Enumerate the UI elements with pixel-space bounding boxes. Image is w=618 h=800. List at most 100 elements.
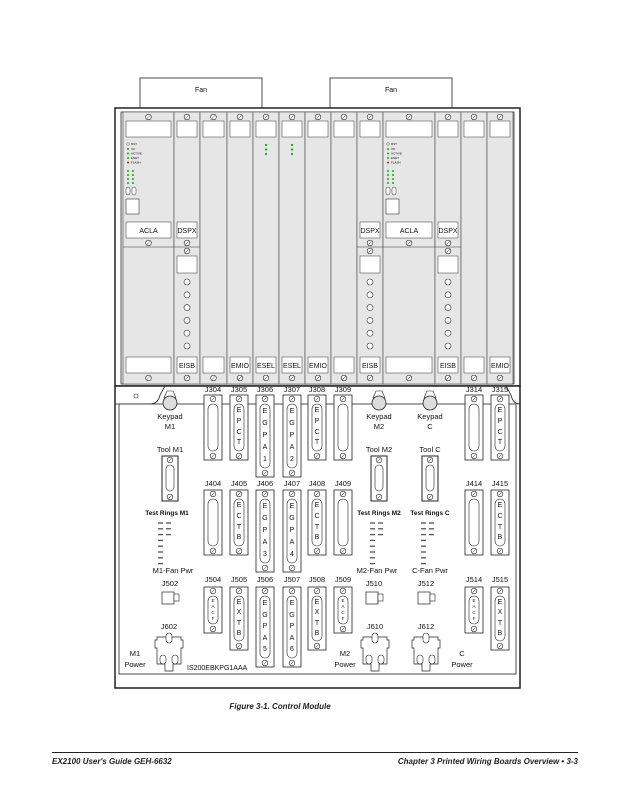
screw-icon: [314, 113, 322, 121]
connector-socket: [207, 403, 219, 452]
connector: [255, 586, 275, 668]
slot-panel: [226, 111, 254, 385]
power-jack-id: J612: [418, 622, 434, 631]
status-led: [387, 157, 389, 159]
fiber-port-icon: [183, 304, 191, 311]
screw-icon: [288, 374, 296, 382]
screw-icon: [166, 456, 174, 464]
screw-slot: [498, 644, 502, 648]
reset-button: [386, 142, 390, 146]
connector-id: J506: [257, 575, 273, 584]
connector: [464, 394, 484, 461]
connector: [333, 586, 353, 634]
fan-jack-latch: [429, 593, 436, 602]
connector: [203, 586, 223, 634]
tool-port: [421, 455, 439, 502]
screw-slot: [315, 492, 319, 496]
connector-id: J309: [335, 385, 351, 394]
screw-slot: [290, 471, 294, 475]
connector-socket: [494, 403, 506, 452]
screw-slot: [237, 492, 241, 496]
fan-jack: [417, 591, 436, 605]
screw-icon: [262, 374, 270, 382]
screw-icon: [405, 239, 413, 247]
keypad-sub-label: C: [427, 422, 433, 431]
slot-top-window: [202, 120, 225, 138]
connector: [282, 489, 302, 573]
connector-socket: [494, 498, 506, 547]
fan-power-label: C-Fan Pwr: [412, 566, 448, 575]
screw-slot: [315, 589, 319, 593]
screw-icon: [496, 547, 504, 555]
keypad-connector-icon: [162, 395, 178, 411]
power-pin: [171, 654, 179, 665]
fiber-port-icon: [366, 278, 374, 286]
fiber-port-icon: [183, 317, 191, 324]
led-label-rst: RST: [391, 142, 397, 146]
indicator-led: [132, 170, 134, 172]
connector: [229, 586, 249, 651]
slot-bottom-label: EISB: [440, 363, 456, 370]
indicator-led: [264, 152, 268, 156]
connector-socket: [468, 498, 480, 547]
indicator-led: [132, 174, 134, 176]
dspx-window: [176, 255, 198, 274]
slot-emio: EMIO: [304, 111, 332, 385]
screw-slot: [472, 492, 476, 496]
led-label: ENET: [131, 156, 139, 160]
connector: [490, 394, 510, 461]
connector-socket: [494, 595, 506, 642]
fan-unit: Fan: [329, 77, 453, 110]
screw-icon: [288, 395, 296, 403]
connector-socket: [286, 403, 298, 469]
power-pin: [365, 654, 373, 665]
connector: [229, 489, 249, 556]
module-label-box: [125, 221, 172, 239]
slot-bottom-window: [463, 356, 485, 374]
screw-slot: [211, 492, 215, 496]
screw-slot: [341, 549, 345, 553]
slot-bottom-window: [333, 356, 355, 374]
connector-id: J414: [466, 479, 482, 488]
screw-icon: [496, 452, 504, 460]
fan-label: Fan: [385, 87, 397, 94]
power-jack: [411, 632, 441, 672]
indicator-led: [290, 148, 294, 151]
fiber-port-icon: [366, 342, 374, 350]
screw-slot: [237, 644, 241, 648]
indicator-led: [127, 174, 129, 176]
indicator-led: [264, 148, 268, 151]
ethernet-port-icon: [125, 198, 140, 215]
connector-id: J409: [335, 479, 351, 488]
power-label: Power: [124, 660, 146, 669]
connector: [203, 394, 223, 461]
indicator-led: [132, 182, 134, 184]
screw-icon: [470, 587, 478, 595]
port-icon: [125, 186, 131, 196]
tool-socket: [374, 464, 384, 492]
screw-slot: [263, 661, 267, 665]
screw-slot: [498, 376, 502, 380]
screw-icon: [145, 374, 152, 382]
screw-slot: [315, 397, 319, 401]
indicator-led: [387, 174, 389, 176]
screw-slot: [341, 454, 345, 458]
screw-slot: [368, 241, 372, 245]
connector: [464, 489, 484, 556]
connector-socket: [468, 595, 480, 625]
screw-slot: [368, 376, 372, 380]
figure-caption: Figure 3-1. Control Module: [229, 702, 331, 711]
fan-jack: [365, 591, 384, 605]
screw-icon: [261, 490, 269, 498]
tool-port: [161, 455, 179, 502]
screw-icon: [375, 456, 383, 464]
connector: [229, 394, 249, 461]
connector-id: J514: [466, 575, 482, 584]
tool-socket: [165, 464, 175, 492]
screw-slot: [263, 589, 267, 593]
slot-top-window: [359, 120, 381, 138]
power-pin: [371, 632, 379, 644]
